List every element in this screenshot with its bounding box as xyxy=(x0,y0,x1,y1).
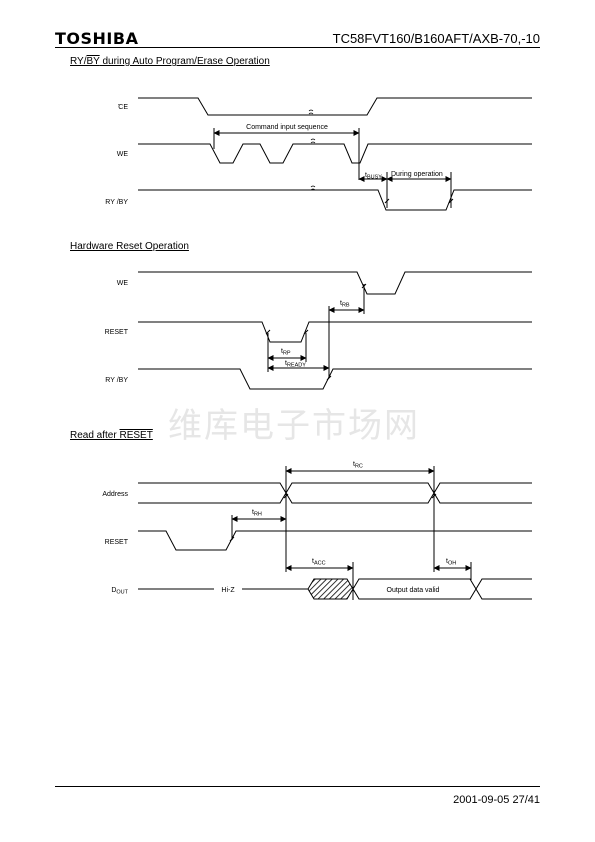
reset-waveform-s3 xyxy=(138,530,532,551)
dout-invalid-hatch xyxy=(307,578,354,600)
label-reset-s3: RESET xyxy=(105,539,129,546)
watermark: 维库电子市场网 xyxy=(168,406,420,446)
hi-z-label: Hi-Z xyxy=(221,587,235,594)
toshiba-logo: TOSHIBA xyxy=(55,29,139,48)
t-rh-label: tRH xyxy=(252,509,262,518)
t-rb-label: tRB xyxy=(340,300,350,309)
address-bus-waveform xyxy=(138,482,532,504)
page-reference: 2001-09-05 27/41 xyxy=(453,794,540,806)
label-reset-s2: RESET xyxy=(105,329,129,336)
during-op-label: During operation xyxy=(391,171,443,178)
footer-rule xyxy=(55,786,540,787)
output-valid-label: Output data valid xyxy=(387,587,440,594)
label-address: Address xyxy=(102,491,128,498)
title-rest: during Auto Program/Erase Operation xyxy=(99,56,270,67)
document-id: TC58FVT160/B160AFT/AXB-70,-10 xyxy=(332,31,540,46)
t-acc-label: tACC xyxy=(312,558,326,567)
title-reset-part: RESET xyxy=(119,430,153,441)
cmd-seq-label: Command input sequence xyxy=(246,124,328,131)
ry-by-waveform-s2 xyxy=(138,368,532,390)
break-marks xyxy=(308,109,316,191)
title-ry-part: RY/ xyxy=(70,56,87,67)
t-ready-label: tREADY xyxy=(285,360,306,369)
we-waveform-s2 xyxy=(138,271,532,295)
ce-waveform xyxy=(138,97,532,116)
label-ry-by-s1: RY /BY xyxy=(105,199,128,206)
t-rp-label: tRP xyxy=(281,348,291,357)
ry-by-waveform-s1 xyxy=(138,189,532,211)
label-dout: DOUT xyxy=(111,587,128,596)
section-title-auto-program: RY/BY during Auto Program/Erase Operatio… xyxy=(70,56,270,67)
t-rc-label: tRC xyxy=(353,461,363,470)
dout-valid-waveform xyxy=(352,578,532,600)
t-busy-label: tBUSY xyxy=(365,172,382,181)
label-ry-by-s2: RY /BY xyxy=(105,377,128,384)
label-we-s1: WE xyxy=(117,151,129,158)
t-oh-label: tOH xyxy=(446,558,456,567)
section-title-hardware-reset: Hardware Reset Operation xyxy=(70,241,189,252)
reset-waveform-s2 xyxy=(138,321,532,343)
we-waveform-s1 xyxy=(138,143,532,164)
title-read-part: Read after xyxy=(70,430,120,441)
title-by-part: BY xyxy=(86,56,100,67)
header-rule xyxy=(55,47,540,48)
label-ce: CE xyxy=(118,104,128,111)
label-we-s2: WE xyxy=(117,280,129,287)
section-title-read-after-reset: Read after RESET xyxy=(70,430,153,441)
